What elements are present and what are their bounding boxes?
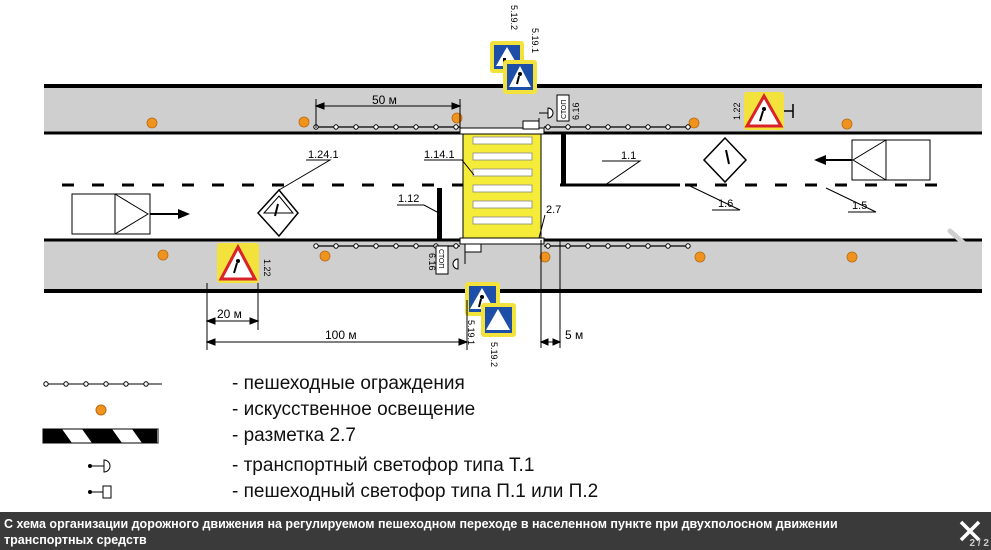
label-50m: 50 м xyxy=(372,93,397,107)
stop-sign-6-16-top xyxy=(556,94,570,122)
fence-icon xyxy=(43,381,162,387)
label-leaders xyxy=(278,159,877,239)
traffic-light-lower-icon xyxy=(452,243,482,270)
page-counter: 2 / 2 xyxy=(969,538,989,549)
pedestrian-fence-lower-left xyxy=(313,243,460,249)
label-stop-bot: СТОП xyxy=(437,249,444,268)
marking-2-7-top xyxy=(459,127,545,135)
marking-2-7-icon xyxy=(42,428,159,444)
traffic-light-upper-icon xyxy=(522,107,554,130)
legend: - пешеходные ограждения - искусственное … xyxy=(0,370,991,510)
vehicle-right-icon xyxy=(814,139,931,181)
label-stop-top: СТОП xyxy=(561,100,568,119)
close-icon[interactable] xyxy=(955,516,985,546)
zebra-stripes xyxy=(472,136,533,225)
label-1-1: 1.1 xyxy=(621,150,636,162)
road-marking-1-24-1-left-icon xyxy=(256,188,299,238)
next-slide-arrow-icon[interactable] xyxy=(940,225,980,269)
dimension-5m xyxy=(539,240,562,348)
pedestrian-crossing-sign-bottom-icon xyxy=(465,282,516,337)
lamp-icon xyxy=(95,404,107,416)
legend-text-traffic-light: - транспортный светофор типа Т.1 xyxy=(232,455,535,476)
label-1-5: 1.5 xyxy=(852,200,867,212)
label-1-22-top: 1.22 xyxy=(732,102,742,120)
lower-sidewalk-road xyxy=(44,240,982,291)
label-1-12: 1.12 xyxy=(398,193,419,205)
label-1-6: 1.6 xyxy=(718,198,733,210)
road-marking-1-24-1-right-icon xyxy=(702,136,748,184)
warning-sign-1-22-bottom-icon xyxy=(217,243,259,283)
legend-text-fence: - пешеходные ограждения xyxy=(232,373,465,394)
legend-row-pedestrian-light: - пешеходный светофор типа П.1 или П.2 xyxy=(0,480,991,504)
image-caption-bar: С хема организации дорожного движения на… xyxy=(0,512,991,550)
traffic-light-t1-icon xyxy=(88,459,111,473)
label-5-19-1-bot: 5.19.1 xyxy=(466,320,476,345)
stop-sign-6-16-bottom xyxy=(435,245,449,275)
legend-row-traffic-light: - транспортный светофор типа Т.1 xyxy=(0,454,991,478)
legend-text-lamp: - искусственное освещение xyxy=(232,399,476,420)
legend-row-lamp: - искусственное освещение xyxy=(0,398,991,422)
label-1-14-1: 1.14.1 xyxy=(424,149,455,161)
label-5-19-1-top: 5.19.1 xyxy=(530,28,540,53)
pedestrian-fence-lower-right xyxy=(544,243,691,249)
caption-text: С хема организации дорожного движения на… xyxy=(4,517,838,547)
label-20m: 20 м xyxy=(217,307,242,321)
label-5-19-2-bot: 5.19.2 xyxy=(489,342,499,367)
dimension-100m xyxy=(205,300,469,350)
label-1-22-bot: 1.22 xyxy=(262,259,272,277)
label-5-19-2-top: 5.19.2 xyxy=(509,5,519,30)
label-100m: 100 м xyxy=(325,328,357,342)
pedestrian-fence-upper-left xyxy=(313,124,460,130)
legend-row-marking: - разметка 2.7 xyxy=(0,424,991,448)
label-5m: 5 м xyxy=(565,328,583,342)
marking-2-7-bottom xyxy=(459,237,545,245)
dimension-50m xyxy=(314,99,462,128)
legend-row-fence: - пешеходные ограждения xyxy=(0,372,991,396)
pedestrian-light-icon xyxy=(88,485,112,499)
street-lamps xyxy=(146,112,858,263)
legend-text-pedestrian-light: - пешеходный светофор типа П.1 или П.2 xyxy=(232,481,599,502)
label-6-16-top: 6.16 xyxy=(571,102,581,120)
label-6-16-bot: 6.16 xyxy=(427,253,437,271)
vehicle-left-icon xyxy=(71,193,190,235)
pedestrian-crossing-sign-top-icon xyxy=(490,41,537,94)
stop-line-upper xyxy=(561,133,566,185)
label-1-24-1: 1.24.1 xyxy=(308,149,339,161)
label-2-7: 2.7 xyxy=(546,204,561,216)
legend-text-marking: - разметка 2.7 xyxy=(232,425,356,446)
warning-sign-1-22-top-icon xyxy=(744,92,794,130)
dimension-20m xyxy=(205,283,260,350)
stop-line-lower xyxy=(437,188,442,240)
pedestrian-fence-upper-right xyxy=(544,124,691,130)
